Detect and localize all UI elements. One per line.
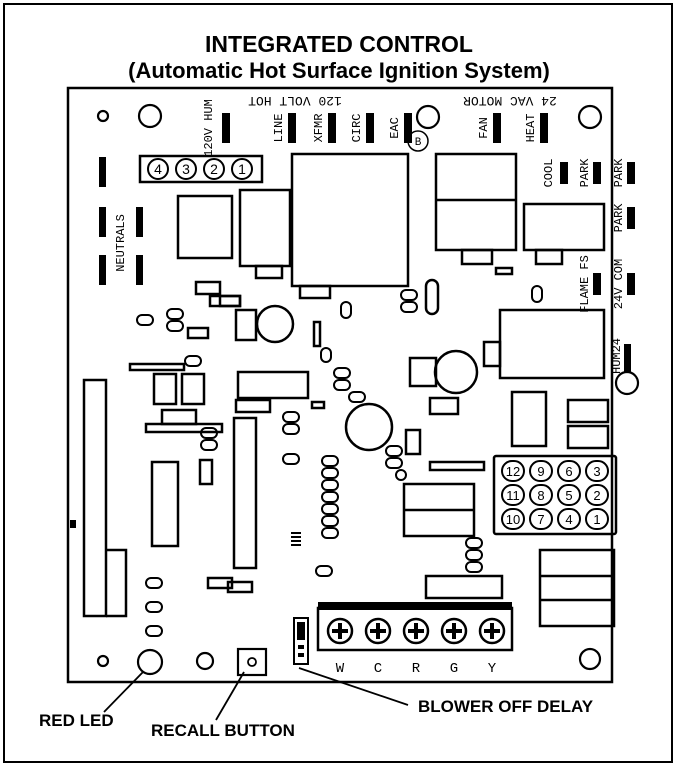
pin-label: 3 [182, 161, 190, 177]
label-fan: FAN [477, 117, 491, 139]
pin-label: 1 [238, 161, 246, 177]
label-park: PARK [612, 158, 626, 188]
callout-red-led: RED LED [39, 711, 114, 730]
terminal-eac [404, 113, 412, 143]
relay-main [290, 152, 410, 288]
pin-label: 4 [154, 161, 162, 177]
pin-label: 5 [565, 488, 572, 503]
pin-label: 7 [537, 512, 544, 527]
plug-12pin: 12 9 6 3 11 8 5 2 10 7 4 1 [492, 454, 618, 536]
mounting-hole [96, 109, 110, 123]
terminal-heat [540, 113, 548, 143]
relay-transformer [498, 308, 606, 380]
terminal-screw [364, 617, 392, 645]
label-24-vac-motor: 24 VAC MOTOR [463, 93, 557, 108]
callout-blower-off-delay: BLOWER OFF DELAY [418, 697, 594, 716]
recall-button[interactable] [236, 647, 268, 677]
pin-label: 2 [593, 488, 600, 503]
terminal-screw [478, 617, 506, 645]
terminal-circ [366, 113, 374, 143]
label-hum24: HUM24 [610, 338, 624, 374]
terminal-xfmr [328, 113, 336, 143]
label-flame-fs: FLAME FS [578, 255, 592, 313]
pin-label: 3 [593, 464, 600, 479]
red-led [136, 648, 164, 676]
terminal-screw [326, 617, 354, 645]
label-neutrals: NEUTRALS [114, 214, 128, 272]
terminal-screw [440, 617, 468, 645]
terminal-label-w: W [336, 661, 345, 677]
terminal-line [288, 113, 296, 143]
ic-long [232, 416, 258, 570]
pin-label: 1 [593, 512, 600, 527]
terminal-fan [493, 113, 501, 143]
label-120-volt-hot: 120 VOLT HOT [248, 93, 342, 108]
mounting-holes [96, 103, 603, 671]
mounting-hole [96, 654, 110, 668]
mounting-hole [195, 651, 215, 671]
diagram-subtitle: (Automatic Hot Surface Ignition System) [128, 58, 550, 83]
neutral-terminals [99, 157, 143, 285]
label-cool: COOL [542, 159, 556, 188]
label-circ: CIRC [350, 114, 364, 143]
label-24v-com: 24V COM [612, 259, 626, 309]
terminal-label-r: R [412, 661, 421, 677]
label-xfmr: XFMR [312, 114, 326, 143]
right-terminals [560, 162, 635, 372]
diagram-title: INTEGRATED CONTROL [205, 31, 473, 57]
blower-off-delay-jumper[interactable] [293, 617, 309, 665]
terminal-screw [402, 617, 430, 645]
mounting-hole [415, 104, 441, 130]
terminal-label-c: C [374, 661, 382, 677]
thermostat-terminal-block: W C R G Y [316, 602, 514, 677]
pin-label: 8 [537, 488, 544, 503]
label-120v-hum: 120V HUM [202, 99, 216, 157]
mounting-hole [578, 647, 602, 671]
terminal-120v-hum [222, 113, 230, 143]
small-components [136, 285, 543, 637]
pin-label: 6 [565, 464, 572, 479]
round-components [255, 304, 479, 452]
label-heat: HEAT [524, 114, 538, 143]
fuse-b [407, 130, 429, 152]
circuit-board [66, 86, 614, 684]
pin-label: 10 [506, 512, 520, 527]
diagram-frame [3, 3, 673, 763]
top-terminals [222, 113, 548, 143]
callout-recall-button: RECALL BUTTON [151, 721, 295, 740]
callout-lines [103, 667, 409, 721]
right-terminal-labels: COOL PARK PARK PARK FLAME FS 24V COM HUM… [542, 158, 626, 374]
top-terminal-labels: 120V HUM LINE XFMR CIRC EAC FAN HEAT [202, 99, 538, 157]
pin-label: 4 [565, 512, 572, 527]
terminal-label-g: G [450, 661, 458, 677]
pin-label: 12 [506, 464, 520, 479]
hum24-hole [614, 370, 640, 396]
relay-fan [434, 152, 518, 252]
label-b: B [415, 137, 422, 149]
pin-label: 11 [506, 488, 520, 503]
label-park: PARK [612, 203, 626, 233]
pin-label: 2 [210, 161, 218, 177]
pin-label: 9 [537, 464, 544, 479]
mounting-hole [577, 104, 603, 130]
label-eac: EAC [388, 117, 402, 139]
label-park: PARK [578, 158, 592, 188]
mounting-hole [137, 103, 163, 129]
terminal-label-y: Y [488, 661, 497, 677]
label-line: LINE [272, 114, 286, 143]
connector-4pin: 4 3 2 1 [138, 154, 264, 184]
relays [82, 152, 616, 628]
